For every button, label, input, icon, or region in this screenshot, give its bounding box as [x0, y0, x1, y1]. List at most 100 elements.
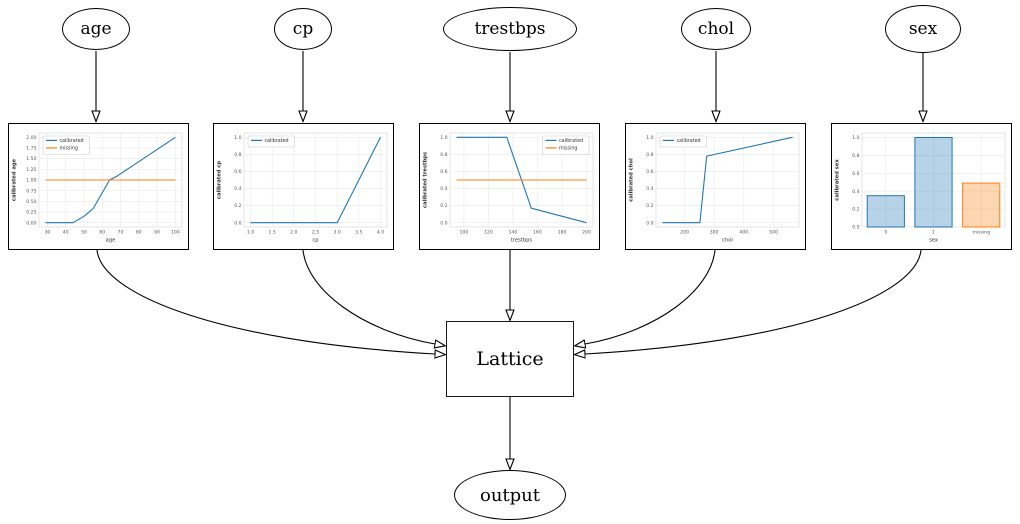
svg-text:0: 0 — [884, 230, 887, 236]
svg-text:30: 30 — [44, 230, 50, 236]
svg-text:0.2: 0.2 — [234, 203, 241, 209]
svg-text:500: 500 — [769, 230, 778, 236]
svg-text:120: 120 — [484, 230, 493, 236]
node-output-label: output — [479, 484, 540, 506]
svg-text:0.6: 0.6 — [234, 169, 241, 175]
svg-text:1.0: 1.0 — [247, 230, 254, 236]
svg-text:0.00: 0.00 — [26, 220, 36, 226]
svg-text:0.4: 0.4 — [852, 189, 859, 195]
svg-text:sex: sex — [929, 238, 938, 244]
svg-text:0.0: 0.0 — [234, 220, 241, 226]
svg-text:0.25: 0.25 — [26, 210, 36, 216]
svg-text:0.0: 0.0 — [440, 220, 447, 226]
node-lattice: Lattice — [446, 321, 574, 397]
svg-text:0.0: 0.0 — [646, 220, 653, 226]
node-chol: chol — [681, 8, 751, 50]
svg-text:calibrated: calibrated — [559, 138, 583, 144]
svg-text:0.2: 0.2 — [440, 203, 447, 209]
svg-text:80: 80 — [136, 230, 142, 236]
calibrator-chart-chol: 200 300 400 500 0.0 0.2 0.4 0.6 0.8 1.0 chol calibr… — [625, 123, 806, 250]
node-cp-label: cp — [292, 19, 314, 39]
svg-text:90: 90 — [154, 230, 160, 236]
svg-text:1.25: 1.25 — [26, 167, 36, 173]
svg-text:calibrated age: calibrated age — [12, 158, 18, 201]
svg-text:0.8: 0.8 — [852, 153, 859, 159]
calibrator-chart-cp: 1.0 1.5 2.0 2.5 3.0 3.5 4.0 0.0 0.2 0.4 0.6 0.8 1.0 c… — [213, 123, 394, 250]
svg-text:0.2: 0.2 — [646, 203, 653, 209]
node-cp: cp — [274, 8, 332, 50]
svg-text:0.0: 0.0 — [852, 225, 859, 231]
svg-text:200: 200 — [582, 230, 591, 236]
svg-text:calibrated: calibrated — [677, 138, 701, 144]
svg-text:missing: missing — [972, 230, 990, 236]
svg-text:1.0: 1.0 — [852, 135, 859, 141]
svg-text:1.5: 1.5 — [269, 230, 276, 236]
svg-text:trestbps: trestbps — [511, 238, 533, 244]
svg-text:missing: missing — [559, 146, 577, 152]
svg-text:1: 1 — [932, 230, 935, 236]
node-age: age — [62, 8, 130, 50]
edge-cp-calibrator-to-lattice — [302, 249, 435, 344]
svg-text:cp: cp — [312, 238, 319, 244]
calibration-plot-svg: 1.0 1.5 2.0 2.5 3.0 3.5 4.0 0.0 0.2 0.4 0.6 0.8 1.0 c… — [217, 132, 388, 244]
svg-text:0.4: 0.4 — [440, 186, 447, 192]
svg-text:0.2: 0.2 — [852, 207, 859, 213]
svg-text:calibrated: calibrated — [265, 138, 289, 144]
svg-text:0.6: 0.6 — [852, 171, 859, 177]
calibration-plot-svg: 200 300 400 500 0.0 0.2 0.4 0.6 0.8 1.0 chol calibr… — [629, 132, 800, 244]
svg-text:300: 300 — [710, 230, 719, 236]
svg-text:1.75: 1.75 — [26, 146, 36, 152]
svg-text:2.0: 2.0 — [290, 230, 297, 236]
calibration-plot-svg: 0 1 missing 0.0 0.2 0.4 0.6 0.8 1.0 sex calibrated… — [835, 132, 1006, 244]
svg-text:160: 160 — [533, 230, 542, 236]
svg-text:2.5: 2.5 — [312, 230, 319, 236]
node-lattice-label: Lattice — [476, 348, 544, 370]
node-sex: sex — [885, 5, 961, 53]
svg-text:60: 60 — [99, 230, 105, 236]
svg-text:3.5: 3.5 — [355, 230, 362, 236]
svg-text:3.0: 3.0 — [334, 230, 341, 236]
svg-text:1.0: 1.0 — [440, 135, 447, 141]
svg-text:1.0: 1.0 — [646, 135, 653, 141]
svg-text:1.00: 1.00 — [26, 178, 36, 184]
node-trestbps-label: trestbps — [474, 19, 546, 39]
svg-text:400: 400 — [739, 230, 748, 236]
svg-text:40: 40 — [63, 230, 69, 236]
svg-text:0.8: 0.8 — [234, 152, 241, 158]
svg-text:200: 200 — [680, 230, 689, 236]
svg-text:1.0: 1.0 — [234, 135, 241, 141]
svg-text:0.50: 0.50 — [26, 199, 36, 205]
calibrator-chart-trestbps: 100 120 140 160 180 200 0.0 0.2 0.4 0.6 0.8 1.0 tres… — [419, 123, 600, 250]
svg-text:100: 100 — [171, 230, 180, 236]
svg-text:missing: missing — [60, 146, 78, 152]
svg-text:4.0: 4.0 — [377, 230, 384, 236]
svg-text:calibrated trestbps: calibrated trestbps — [423, 152, 429, 208]
svg-text:70: 70 — [118, 230, 124, 236]
edge-sex-calibrator-to-lattice — [585, 249, 922, 354]
svg-text:140: 140 — [509, 230, 518, 236]
svg-text:100: 100 — [460, 230, 469, 236]
node-trestbps: trestbps — [443, 7, 577, 51]
svg-text:50: 50 — [81, 230, 87, 236]
svg-text:2.00: 2.00 — [26, 135, 36, 141]
svg-text:180: 180 — [558, 230, 567, 236]
svg-text:0.8: 0.8 — [646, 152, 653, 158]
edge-chol-calibrator-to-lattice — [585, 249, 716, 344]
edge-age-calibrator-to-lattice — [96, 249, 435, 354]
svg-text:calibrated sex: calibrated sex — [835, 159, 841, 201]
svg-text:chol: chol — [722, 238, 733, 244]
svg-text:0.4: 0.4 — [646, 186, 653, 192]
svg-text:calibrated chol: calibrated chol — [629, 158, 635, 202]
svg-text:0.8: 0.8 — [440, 152, 447, 158]
svg-text:0.6: 0.6 — [440, 169, 447, 175]
svg-text:0.4: 0.4 — [234, 186, 241, 192]
node-output: output — [454, 470, 566, 520]
svg-text:age: age — [106, 238, 116, 244]
node-sex-label: sex — [908, 19, 938, 39]
svg-text:0.6: 0.6 — [646, 169, 653, 175]
svg-text:calibrated cp: calibrated cp — [217, 161, 223, 199]
